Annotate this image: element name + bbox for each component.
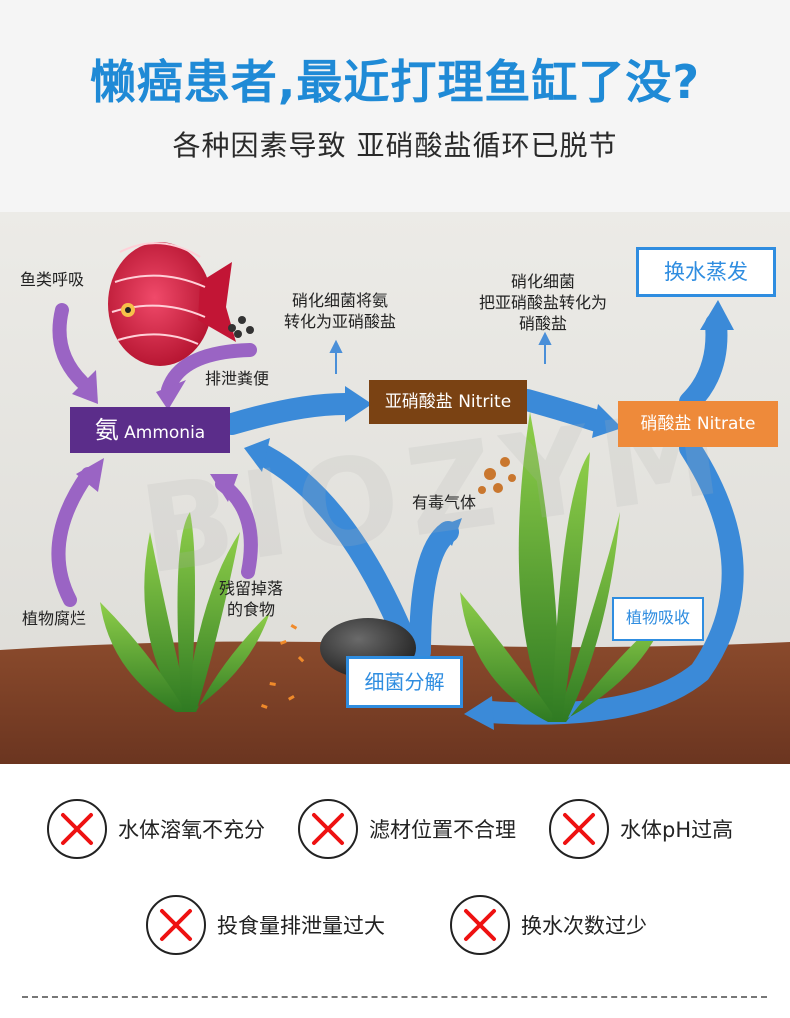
- purple-arrows: [51, 303, 258, 607]
- red-x-icon: [298, 799, 358, 859]
- red-x-icon: [146, 895, 206, 955]
- label-excretion: 排泄粪便: [205, 369, 270, 388]
- label-fish-breath: 鱼类呼吸: [20, 270, 85, 289]
- label-nitrify-1-line2: 转化为亚硝酸盐: [283, 312, 396, 331]
- label-leftover-line1: 残留掉落: [218, 579, 283, 598]
- nitrate-box: 硝酸盐 Nitrate: [618, 401, 778, 447]
- problem-item: 水体pH过高: [548, 798, 733, 860]
- excretion-dots: [228, 316, 254, 338]
- problem-item: 水体溶氧不充分: [46, 798, 265, 860]
- purple-arrowheads: [72, 370, 238, 502]
- problem-item: 换水次数过少: [449, 894, 647, 956]
- ammonia-box: 氨 Ammonia: [70, 407, 230, 453]
- label-leftover-food: 残留掉落 的食物: [213, 578, 289, 620]
- ammonia-en-label: Ammonia: [124, 423, 206, 443]
- label-nitrify-2-line1: 硝化细菌: [510, 272, 575, 291]
- label-nitrify-2-line2: 把亚硝酸盐转化为: [478, 293, 607, 312]
- bacteria-decompose-box: 细菌分解: [346, 656, 463, 708]
- problem-text: 水体pH过高: [620, 818, 734, 842]
- problem-text: 换水次数过少: [521, 914, 647, 938]
- left-plant-icon: [100, 512, 270, 712]
- red-x-icon: [450, 895, 510, 955]
- header-banner: 懒癌患者,最近打理鱼缸了没? 各种因素导致 亚硝酸盐循环已脱节: [0, 0, 790, 212]
- label-plant-rot: 植物腐烂: [22, 609, 87, 628]
- plant-absorb-box: 植物吸收: [612, 597, 704, 641]
- label-toxic-gas: 有毒气体: [412, 493, 477, 512]
- ammonia-cn-label: 氨: [94, 416, 119, 444]
- label-nitrify-2-line3: 硝酸盐: [518, 314, 567, 333]
- flow-arrowheads: [244, 300, 734, 730]
- label-leftover-line2: 的食物: [226, 600, 275, 619]
- problem-text: 滤材位置不合理: [369, 818, 516, 842]
- nitrite-box: 亚硝酸盐 Nitrite: [369, 380, 527, 424]
- gas-bubbles-icon: [478, 457, 516, 494]
- nitrogen-cycle-diagram: BIOZYM 鱼类呼吸 排泄粪便 硝化细菌将氨 转化为亚硝酸盐 硝化细菌 把亚硝…: [0, 212, 790, 764]
- problem-item: 滤材位置不合理: [297, 798, 516, 860]
- red-x-icon: [47, 799, 107, 859]
- diagram-artwork: [0, 212, 790, 764]
- dashed-divider: [22, 996, 767, 998]
- food-bits-icon: [260, 623, 305, 709]
- red-x-icon: [549, 799, 609, 859]
- problem-item: 投食量排泄量过大: [145, 894, 385, 956]
- problem-text: 水体溶氧不充分: [118, 818, 265, 842]
- problem-text: 投食量排泄量过大: [217, 914, 385, 938]
- water-change-box: 换水蒸发: [636, 247, 776, 297]
- thin-up-arrows: [329, 331, 552, 374]
- page-title: 懒癌患者,最近打理鱼缸了没?: [89, 55, 701, 109]
- label-nitrify-2: 硝化细菌 把亚硝酸盐转化为 硝酸盐: [468, 271, 618, 334]
- discus-fish-icon: [108, 242, 236, 366]
- page-subtitle: 各种因素导致 亚硝酸盐循环已脱节: [172, 129, 618, 162]
- label-nitrify-1-line1: 硝化细菌将氨: [291, 291, 388, 310]
- label-nitrify-1: 硝化细菌将氨 转化为亚硝酸盐: [270, 290, 410, 332]
